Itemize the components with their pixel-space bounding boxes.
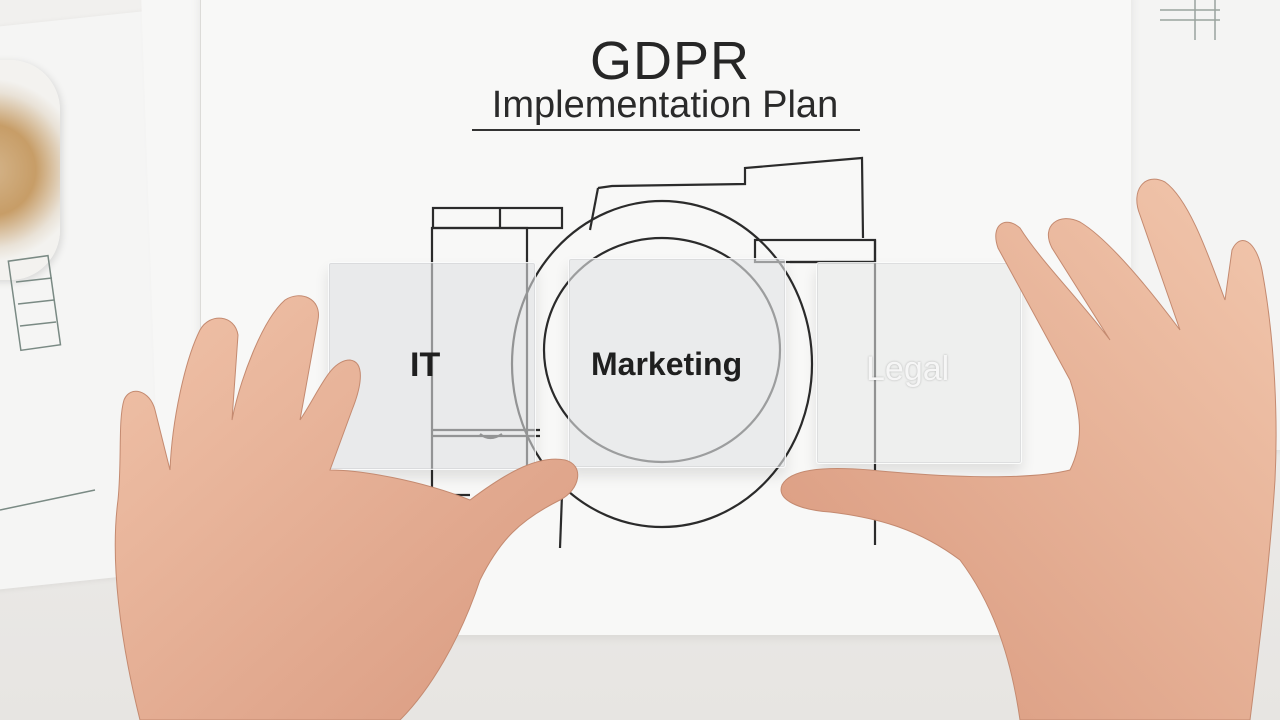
subtitle-underline bbox=[472, 129, 860, 131]
left-hand bbox=[114, 295, 579, 720]
right-hand bbox=[780, 178, 1277, 720]
document-subtitle: Implementation Plan bbox=[491, 84, 839, 126]
document-title: GDPR bbox=[589, 31, 750, 91]
glass-block-marketing[interactable] bbox=[568, 258, 786, 468]
glass-block-it[interactable] bbox=[328, 262, 536, 470]
block-label-marketing: Marketing bbox=[591, 346, 743, 382]
block-label-it: IT bbox=[410, 346, 441, 384]
glass-block-legal[interactable] bbox=[816, 262, 1022, 464]
snack-bowl-icon bbox=[0, 60, 60, 280]
block-label-legal: Legal bbox=[866, 350, 950, 388]
